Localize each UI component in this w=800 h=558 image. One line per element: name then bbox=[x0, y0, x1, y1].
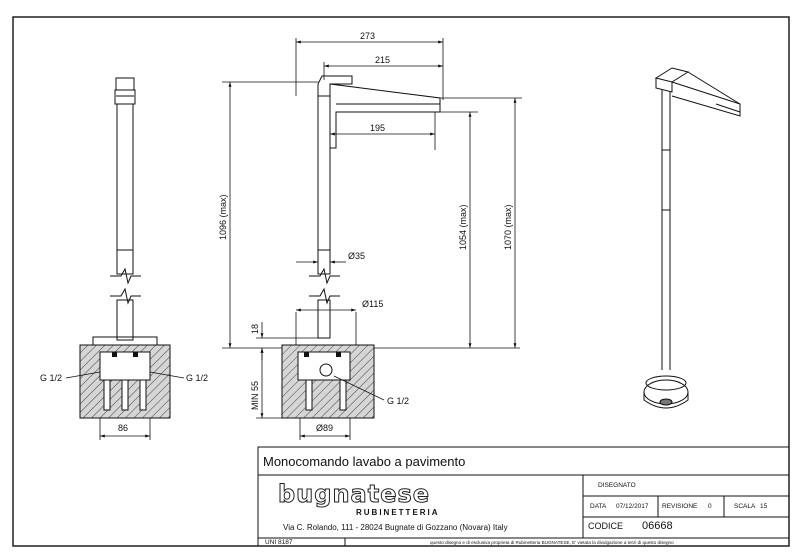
dim-1054: 1054 (max) bbox=[458, 204, 468, 250]
side-dimensions bbox=[65, 371, 185, 440]
scala-value: 15 bbox=[760, 503, 768, 510]
side-base-box bbox=[79, 344, 171, 419]
dim-g-mid: G 1/2 bbox=[387, 396, 409, 406]
front-view bbox=[309, 75, 441, 339]
uni-reference: UNI 8187 bbox=[265, 539, 293, 546]
side-view bbox=[92, 77, 158, 346]
front-base-box bbox=[281, 344, 375, 419]
scala-label: SCALA bbox=[734, 503, 756, 510]
dim-18: 18 bbox=[250, 324, 260, 334]
dim-g-right: G 1/2 bbox=[186, 373, 208, 383]
dim-86: 86 bbox=[118, 423, 128, 433]
perspective-view bbox=[643, 67, 741, 409]
data-value: 07/12/2017 bbox=[616, 503, 649, 510]
dim-89: Ø89 bbox=[316, 423, 333, 433]
revisione-label: REVISIONE bbox=[662, 503, 698, 510]
title-block bbox=[257, 446, 790, 547]
codice-value: 06668 bbox=[642, 520, 673, 532]
dim-1070: 1070 (max) bbox=[503, 204, 513, 250]
dim-215: 215 bbox=[375, 55, 390, 65]
dim-1096: 1096 (max) bbox=[218, 194, 228, 240]
codice-label: CODICE bbox=[588, 521, 624, 531]
data-label: DATA bbox=[590, 503, 607, 510]
company-logo-sub: RUBINETTERIA bbox=[356, 508, 440, 517]
dim-35: Ø35 bbox=[348, 251, 365, 261]
front-dimensions bbox=[222, 38, 522, 440]
dim-g-left: G 1/2 bbox=[40, 373, 62, 383]
dim-195: 195 bbox=[370, 123, 385, 133]
revisione-value: 0 bbox=[708, 503, 712, 510]
dim-min55: MIN 55 bbox=[250, 381, 260, 410]
disegnato-label: DISEGNATO bbox=[598, 482, 636, 489]
dim-273: 273 bbox=[360, 31, 375, 41]
dim-115: Ø115 bbox=[362, 299, 383, 309]
ownership-disclaimer: questo disegno e di esclusiva proprieta … bbox=[430, 540, 674, 545]
product-title: Monocomando lavabo a pavimento bbox=[263, 454, 466, 469]
company-address: Via C. Rolando, 111 - 28024 Bugnate di G… bbox=[283, 523, 508, 532]
company-logo: bugnatese bbox=[277, 480, 431, 509]
